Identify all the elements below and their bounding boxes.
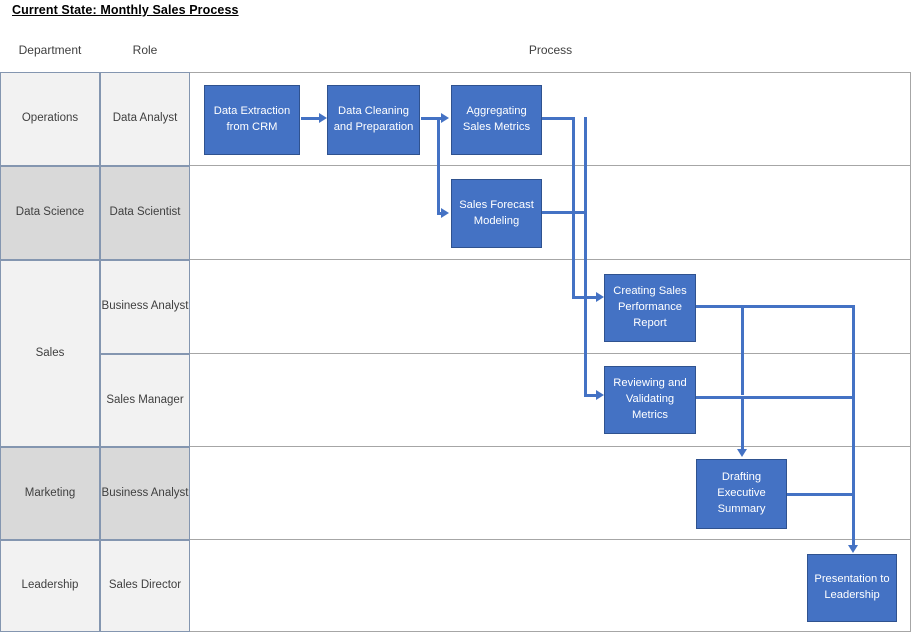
process-box-creating-sales-performance-report[interactable]: Creating Sales Performance Report bbox=[604, 274, 696, 342]
connector-to-step7 bbox=[741, 396, 744, 451]
cell-role-data-scientist: Data Scientist bbox=[100, 166, 190, 260]
cell-department-leadership: Leadership bbox=[0, 540, 100, 632]
lane-row-marketing bbox=[0, 447, 911, 540]
arrowhead-step2-to-step4 bbox=[441, 208, 449, 218]
connector-step4-out bbox=[541, 211, 587, 214]
connector-step2-out bbox=[421, 117, 443, 120]
column-header-process: Process bbox=[528, 43, 573, 57]
connector-step5-out bbox=[695, 305, 854, 308]
cell-role-business-analyst-sales: Business Analyst bbox=[100, 260, 190, 354]
connector-step4-down bbox=[584, 117, 587, 397]
lane-row-data-science bbox=[0, 166, 911, 260]
lane-row-sales-business-analyst bbox=[0, 260, 911, 354]
process-box-data-extraction-from-crm[interactable]: Data Extraction from CRM bbox=[204, 85, 300, 155]
page-title: Current State: Monthly Sales Process bbox=[12, 3, 239, 17]
cell-role-data-analyst: Data Analyst bbox=[100, 72, 190, 166]
column-header-department: Department bbox=[18, 43, 82, 57]
connector-step5-down-to-summary-junction bbox=[741, 305, 744, 395]
process-box-presentation-to-leadership[interactable]: Presentation to Leadership bbox=[807, 554, 897, 622]
arrowhead-to-step8 bbox=[848, 545, 858, 553]
connector-step6-out bbox=[695, 396, 854, 399]
lane-row-operations bbox=[0, 72, 911, 166]
cell-role-business-analyst-marketing: Business Analyst bbox=[100, 447, 190, 540]
arrowhead-step4-to-step6 bbox=[596, 390, 604, 400]
process-box-sales-forecast-modeling[interactable]: Sales Forecast Modeling bbox=[451, 179, 542, 248]
lane-row-sales-manager bbox=[0, 354, 911, 447]
column-header-role: Role bbox=[132, 43, 158, 57]
cell-role-sales-manager: Sales Manager bbox=[100, 354, 190, 447]
process-box-drafting-executive-summary[interactable]: Drafting Executive Summary bbox=[696, 459, 787, 529]
process-box-aggregating-sales-metrics[interactable]: Aggregating Sales Metrics bbox=[451, 85, 542, 155]
cell-department-marketing: Marketing bbox=[0, 447, 100, 540]
cell-department-data-science: Data Science bbox=[0, 166, 100, 260]
arrowhead-step2-to-step3 bbox=[441, 113, 449, 123]
connector-step2-branch-down bbox=[437, 117, 440, 212]
arrowhead-step3-to-step5 bbox=[596, 292, 604, 302]
connector-step4-to-step6 bbox=[584, 394, 598, 397]
connector-step3-out bbox=[541, 117, 575, 120]
connector-step7-to-trunk bbox=[787, 493, 855, 496]
arrowhead-step1-to-step2 bbox=[319, 113, 327, 123]
cell-department-sales: Sales bbox=[0, 260, 100, 447]
process-box-reviewing-and-validating-metrics[interactable]: Reviewing and Validating Metrics bbox=[604, 366, 696, 434]
connector-right-trunk-down bbox=[852, 305, 855, 548]
cell-role-sales-director: Sales Director bbox=[100, 540, 190, 632]
connector-step1-to-step2 bbox=[301, 117, 321, 120]
process-box-data-cleaning-and-preparation[interactable]: Data Cleaning and Preparation bbox=[327, 85, 420, 155]
arrowhead-to-step7 bbox=[737, 449, 747, 457]
connector-step3-down bbox=[572, 117, 575, 299]
connector-step2-to-step4 bbox=[437, 212, 443, 215]
cell-department-operations: Operations bbox=[0, 72, 100, 166]
